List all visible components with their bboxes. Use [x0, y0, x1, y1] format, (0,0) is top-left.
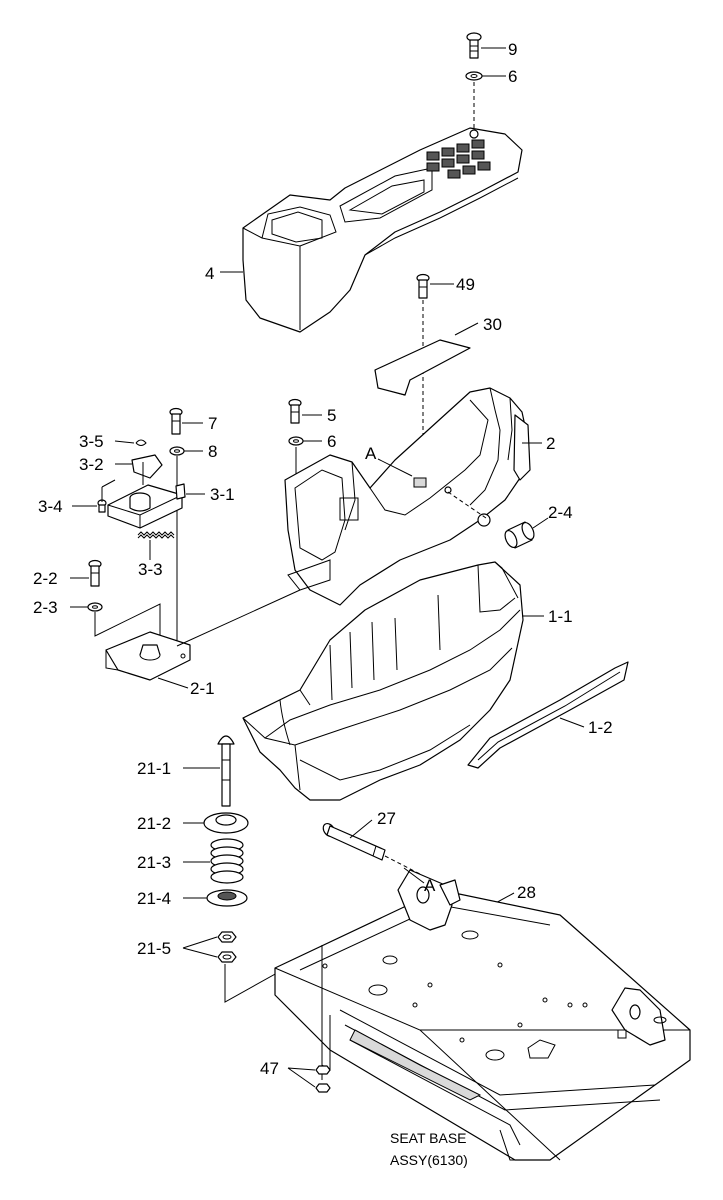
caption-seat-base: SEAT BASE	[390, 1130, 467, 1146]
callout-2-1: 2-1	[190, 679, 215, 698]
part-2-1-mounting-bracket	[105, 589, 301, 681]
callout-5: 5	[327, 406, 336, 425]
callout-2-3: 2-3	[33, 598, 58, 617]
part-3-4-screw	[97, 479, 116, 513]
callout-47: 47	[260, 1059, 279, 1078]
callout-3-3: 3-3	[138, 560, 163, 579]
callout-8: 8	[208, 442, 217, 461]
callout-28: 28	[517, 883, 536, 902]
part-21-5-nuts	[217, 931, 237, 963]
part-5-bolt	[288, 398, 302, 424]
part-6-washer-top	[465, 71, 483, 81]
part-21-4-spring-seat	[206, 889, 248, 907]
callout-49: 49	[456, 275, 475, 294]
part-2-3-washer	[87, 602, 103, 612]
part-47-nuts	[315, 1065, 331, 1093]
callout-21-2: 21-2	[137, 814, 171, 833]
part-7-bolt	[169, 407, 183, 435]
callout-9: 9	[508, 40, 517, 59]
caption-assy-number: ASSY(6130)	[390, 1152, 468, 1168]
callout-3-2: 3-2	[79, 455, 104, 474]
part-1-2-trim-strip	[467, 661, 629, 769]
callout-7: 7	[208, 414, 217, 433]
part-2-4-bushing	[504, 521, 535, 549]
callout-27: 27	[377, 809, 396, 828]
callout-21-3: 21-3	[137, 853, 171, 872]
callout-6-mid: 6	[327, 432, 336, 451]
callout-a-lower: A	[424, 876, 436, 895]
callout-4: 4	[205, 264, 214, 283]
part-3-2-lever	[131, 454, 163, 485]
part-21-2-mount-washer	[203, 812, 249, 834]
callout-2-2: 2-2	[33, 569, 58, 588]
callout-2-4: 2-4	[548, 503, 573, 522]
callout-21-1: 21-1	[137, 759, 171, 778]
callout-3-5: 3-5	[79, 432, 104, 451]
part-21-3-coil-spring	[210, 838, 244, 884]
part-2-2-bolt	[88, 559, 102, 587]
callout-21-5: 21-5	[137, 939, 171, 958]
part-9-screw	[466, 32, 482, 59]
callout-3-1: 3-1	[210, 485, 235, 504]
callout-1-2: 1-2	[588, 718, 613, 737]
part-27-pin	[322, 822, 386, 861]
part-21-1-long-bolt	[217, 735, 235, 807]
part-30-bracket-plate	[374, 339, 471, 396]
part-3-5-clip	[135, 439, 147, 446]
part-1-1-lower-housing	[242, 561, 524, 801]
part-2-main-frame	[284, 387, 531, 606]
part-4-console-cover	[242, 127, 523, 333]
part-6-washer-mid	[288, 436, 304, 446]
seat-base-assy	[274, 869, 691, 1161]
callout-30: 30	[483, 315, 502, 334]
callout-21-4: 21-4	[137, 889, 171, 908]
part-8-washer	[169, 446, 185, 456]
callout-a-upper: A	[365, 444, 377, 463]
callout-2: 2	[546, 434, 555, 453]
part-3-1-base-plate	[107, 483, 186, 529]
callout-6-top: 6	[508, 67, 517, 86]
part-49-bolt	[416, 273, 430, 299]
callout-1-1: 1-1	[548, 607, 573, 626]
callout-3-4: 3-4	[38, 497, 63, 516]
part-3-3-spring	[137, 531, 175, 539]
